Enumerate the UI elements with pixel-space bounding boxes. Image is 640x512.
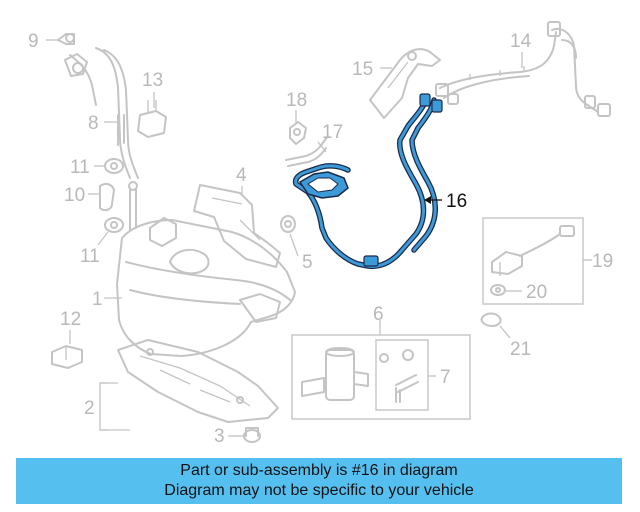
part-18-bracket xyxy=(289,121,307,145)
part-4-heat-shield xyxy=(193,184,281,268)
part-15-bracket xyxy=(369,48,441,119)
callout-5: 5 xyxy=(302,252,313,273)
callout-11-lower: 11 xyxy=(80,246,100,267)
part-19-group xyxy=(482,217,584,305)
callout-16: 16 xyxy=(446,191,467,212)
leader-lines xyxy=(46,39,592,437)
callout-labels: 9 8 13 11 10 11 1 4 5 18 17 15 14 12 2 3… xyxy=(28,31,613,447)
part-1-fuel-tank xyxy=(116,181,296,357)
part-11-clip-upper xyxy=(104,158,124,174)
callout-8: 8 xyxy=(88,113,99,134)
part-8-vent-tube xyxy=(64,47,139,179)
callout-1: 1 xyxy=(92,289,103,310)
part-5-washer xyxy=(280,215,296,233)
callout-13: 12 xyxy=(60,309,81,330)
banner-line-2: Diagram may not be specific to your vehi… xyxy=(164,482,474,499)
info-banner: Part or sub-assembly is #16 in diagram D… xyxy=(16,458,622,504)
parts-diagram: 9 8 13 11 10 11 1 4 5 18 17 15 14 12 2 3… xyxy=(28,21,613,447)
callout-17: 17 xyxy=(322,122,343,143)
part-2-skid-plate xyxy=(117,339,279,423)
callout-18: 18 xyxy=(286,90,307,111)
callout-10: 10 xyxy=(64,185,85,206)
callout-15: 15 xyxy=(352,59,373,80)
callout-20: 20 xyxy=(526,282,547,303)
callout-7: 7 xyxy=(440,367,451,388)
callout-3: 3 xyxy=(214,426,225,447)
callout-19: 19 xyxy=(592,251,613,272)
banner-line-1: Part or sub-assembly is #16 in diagram xyxy=(180,462,458,479)
callout-2: 2 xyxy=(84,398,95,419)
callout-6: 6 xyxy=(373,304,384,325)
callout-14: 14 xyxy=(510,31,532,52)
part-6-group xyxy=(291,320,471,420)
callout-21: 21 xyxy=(510,339,531,360)
part-14-harness xyxy=(435,21,611,117)
part-12-connector xyxy=(137,100,167,138)
callout-4: 4 xyxy=(236,165,247,186)
callout-12: 13 xyxy=(142,70,163,91)
part-16-fuel-line xyxy=(292,93,443,270)
callout-11-upper: 11 xyxy=(70,157,90,178)
part-3-bolt xyxy=(243,427,261,443)
part-13-bracket xyxy=(51,345,83,369)
part-11-clip-lower xyxy=(104,217,124,233)
callout-9: 9 xyxy=(28,31,39,52)
part-9-clip xyxy=(57,33,75,45)
part-10-hose xyxy=(99,182,115,212)
part-21-grommet xyxy=(480,312,502,327)
